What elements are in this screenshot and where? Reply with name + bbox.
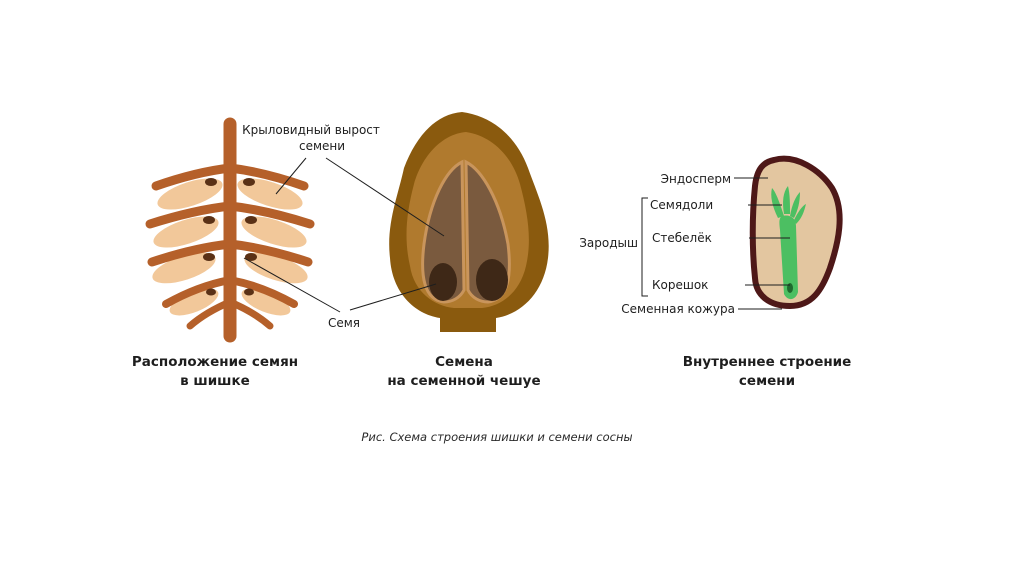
cone-caption-line1: Расположение семян [132, 354, 298, 370]
scale-caption-line2: на семенной чешуе [387, 373, 540, 389]
cone-seed [203, 216, 215, 224]
scale-caption-line1: Семена [435, 354, 493, 370]
seed-coat-label: Семенная кожура [621, 302, 735, 316]
seed-caption-line2: семени [739, 373, 795, 389]
cone-seed [245, 216, 257, 224]
cone-caption-line2: в шишке [180, 373, 250, 389]
embryo-bracket [642, 198, 648, 296]
wing-label-line2: семени [299, 139, 345, 153]
wing-label-line1: Крыловидный вырост [242, 123, 380, 137]
seed-scale-section: Семена на семенной чешуе [387, 112, 548, 389]
figure-caption: Рис. Схема строения шишки и семени сосны [361, 430, 632, 444]
cone-seed [206, 289, 216, 296]
seed-caption-line1: Внутреннее строение [683, 354, 852, 370]
endosperm-label: Эндосперм [661, 172, 731, 186]
cone-seed [203, 253, 215, 261]
stem-label: Стебелёк [652, 231, 712, 245]
cone-seed [243, 178, 255, 186]
scale-seed-right [476, 259, 508, 301]
cone-section: Расположение семян в шишке [132, 124, 311, 389]
cone-seed [244, 289, 254, 296]
root-label: Корешок [652, 278, 708, 292]
seed-structure-section: Эндосперм Семядоли Стебелёк Корешок Заро… [579, 159, 851, 389]
seed-label: Семя [328, 316, 360, 330]
embryo-label: Зародыш [579, 236, 638, 250]
cotyledons-label: Семядоли [650, 198, 713, 212]
scale-seed-left [429, 263, 457, 301]
cone-seed [205, 178, 217, 186]
